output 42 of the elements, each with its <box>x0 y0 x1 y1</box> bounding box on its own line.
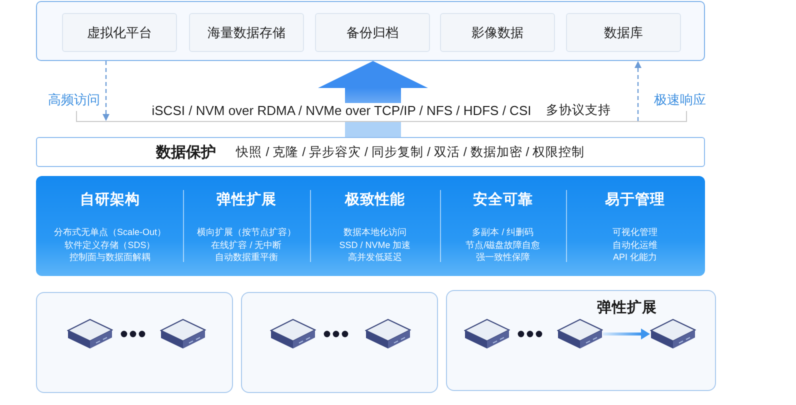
protocol-caption: 多协议支持 <box>544 103 614 118</box>
hardware-panel <box>36 292 233 393</box>
application-tile: 数据库 <box>566 13 681 52</box>
feature-item: 控制面与数据面解耦 <box>70 251 150 264</box>
application-layer-panel <box>36 1 705 61</box>
feature-item: 自动数据重平衡 <box>215 251 278 264</box>
feature-item: 高并发低延迟 <box>348 251 402 264</box>
feature-item: 节点/磁盘故障自愈 <box>466 238 540 251</box>
application-tile: 虚拟化平台 <box>62 13 177 52</box>
section-heading: 数据保护 <box>156 142 216 162</box>
application-tile: 备份归档 <box>315 13 430 52</box>
edge-label: 极速响应 <box>654 92 706 108</box>
feature-item: API 化能力 <box>612 251 657 264</box>
block-arrow <box>318 61 428 103</box>
column-heading: 自研架构 <box>80 191 140 209</box>
column-heading: 安全可靠 <box>473 191 533 209</box>
feature-panel <box>36 176 705 276</box>
panel-heading: 弹性扩展 <box>597 299 657 317</box>
feature-item: 软件定义存储（SDS） <box>64 238 156 251</box>
feature-item: 多副本 / 纠删码 <box>472 226 534 238</box>
server-icon <box>557 318 603 350</box>
column-heading: 弹性扩展 <box>216 191 276 209</box>
arrow <box>603 328 650 340</box>
feature-item: 横向扩展（按节点扩容） <box>197 226 296 238</box>
data-protection-bar <box>36 137 705 167</box>
application-tile: 影像数据 <box>440 13 555 52</box>
protocol-list: iSCSI / NVM over RDMA / NVMe over TCP/IP / NFS / HDFS / CSI <box>150 103 534 118</box>
feature-item: 可视化管理 <box>612 226 658 238</box>
feature-item: SSD / NVMe 加速 <box>339 238 411 251</box>
feature-list: 快照 / 克隆 / 异步容灾 / 同步复制 / 双活 / 数据加密 / 权限控制 <box>236 144 585 160</box>
application-tile: 海量数据存储 <box>189 13 304 52</box>
hardware-panel <box>446 290 716 391</box>
feature-item: 自动化运维 <box>612 238 658 251</box>
server-icon <box>650 318 696 350</box>
column-heading: 易于管理 <box>605 191 665 209</box>
feature-item: 强一致性保障 <box>476 251 530 264</box>
column-heading: 极致性能 <box>345 191 405 209</box>
feature-item: 数据本地化访问 <box>344 226 406 238</box>
feature-item: 分布式无单点（Scale-Out） <box>54 226 166 238</box>
feature-item: 在线扩容 / 无中断 <box>211 238 282 251</box>
hardware-panel <box>241 292 438 393</box>
edge-label: 高频访问 <box>48 92 100 108</box>
